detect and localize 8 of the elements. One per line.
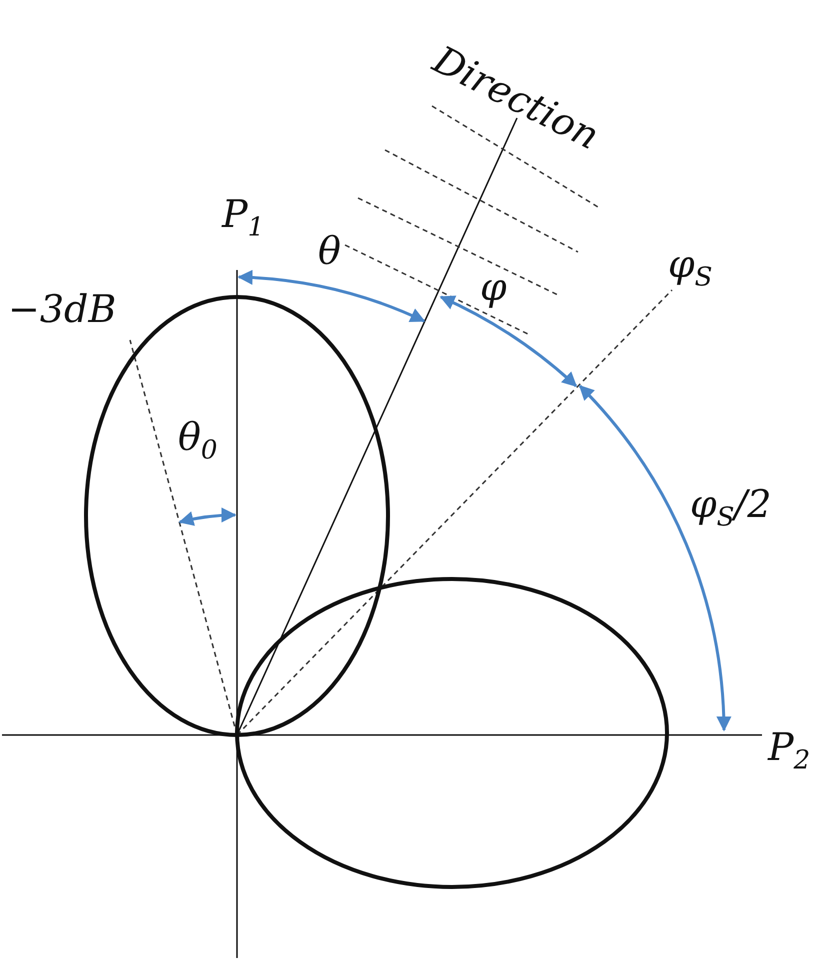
angle-label: φ$_{S}$: [668, 245, 712, 291]
angle-label: θ$_{0}$: [178, 418, 218, 464]
angle-label: φ: [480, 268, 507, 306]
axis-label: P$_{2}$: [768, 728, 810, 774]
level-label: −3dB: [8, 290, 116, 328]
axis-label: P$_{1}$: [222, 195, 264, 241]
angle-label: φ$_{S}$/2: [690, 485, 772, 531]
angle-label: θ: [318, 232, 341, 270]
